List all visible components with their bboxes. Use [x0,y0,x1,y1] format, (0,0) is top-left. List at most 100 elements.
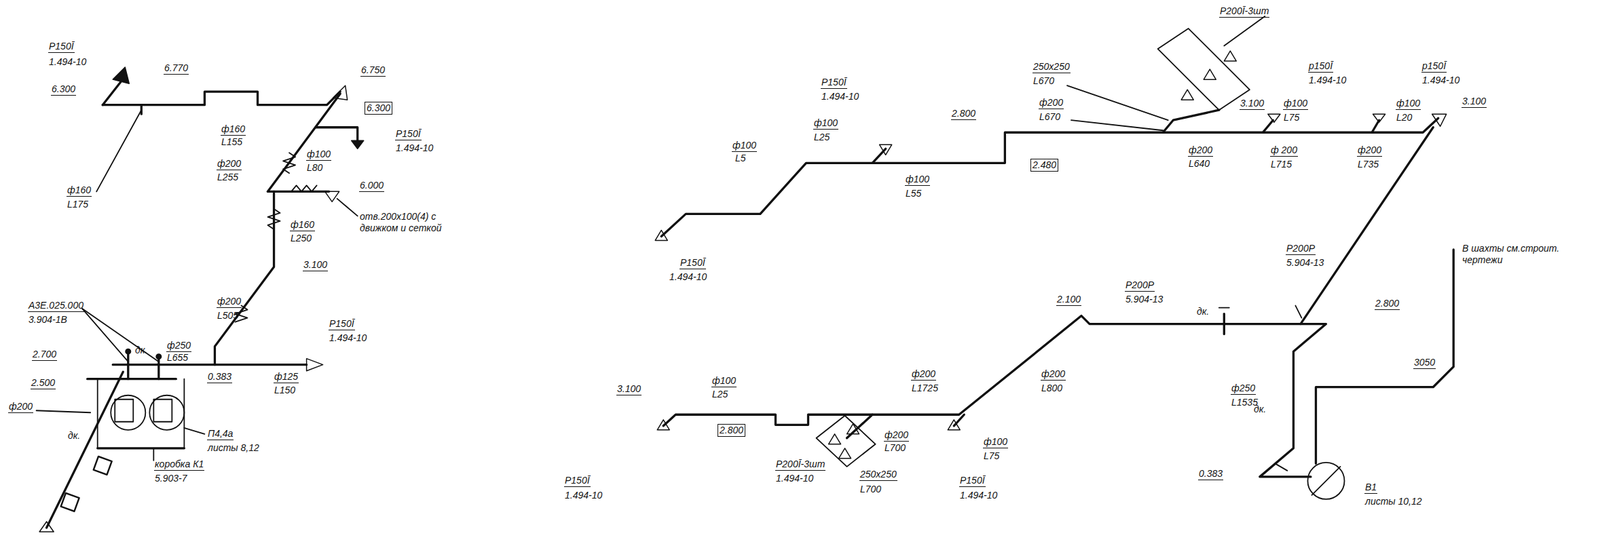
drawing-label: 3.100 [1461,95,1487,108]
drawing-label: 0.383 [207,371,233,384]
drawing-label: 3.904-1B [27,314,68,326]
drawing-label: ф100 [813,117,839,130]
drawing-label: дк. [1196,306,1210,318]
drawing-label: 2.500 [30,377,56,390]
drawing-label: ф200 [216,295,242,309]
drawing-label: 2.480 [1030,158,1059,172]
drawing-label: L255 [216,171,239,184]
drawing-label: L670 [1038,111,1062,123]
drawing-label: ф 200 [1270,144,1298,157]
drawing-label: ф160 [289,219,315,232]
drawing-label: 1.494-10 [668,271,708,284]
drawing-label: 1.494-10 [775,473,814,485]
drawing-label: 3050 [1413,357,1436,370]
drawing-label: ф100 [1282,97,1309,110]
drawing-label: P150Ī [328,318,356,331]
drawing-label: L75 [982,450,1000,463]
drawing-label: 5.904-13 [1124,293,1164,306]
drawing-label: A3E.025.000 [27,300,85,313]
drawing-label: L5 [734,152,747,165]
drawing-label: P150Ī [959,475,986,488]
drawing-label: ф200 [1187,144,1214,157]
drawing-label: 2.800 [951,107,977,121]
drawing-label: P150Ī [395,128,422,141]
drawing-label: 3.100 [1239,97,1265,110]
drawing-label: В шахты см.строит. чертежи [1461,243,1592,267]
drawing-label: ф125 [273,371,299,384]
drawing-label: ф250 [166,340,192,353]
drawing-label: ф200 [910,368,937,381]
drawing-label: 5.904-13 [1285,257,1325,269]
drawing-label: L80 [306,162,324,174]
drawing-label: Р200Р [1124,279,1155,292]
drawing-label: L155 [220,136,244,148]
drawing-label: L505 [216,310,239,322]
drawing-label: 1.494-10 [959,490,998,502]
drawing-label: ф100 [1395,97,1421,110]
drawing-label: 5.903-7 [154,473,188,485]
drawing-label: L700 [859,484,882,496]
drawing-label: ф200 [8,401,34,414]
drawing-label: L25 [711,388,729,401]
drawing-label: L175 [66,198,89,211]
drawing-label: L150 [273,384,296,397]
drawing-label: дк. [134,344,148,357]
drawing-label: L655 [166,352,189,364]
drawing-label: L735 [1356,158,1380,171]
drawing-label: P150Ī [564,475,591,488]
drawing-label: p150Ī [1308,60,1334,73]
drawing-label: L250 [289,232,313,245]
drawing-label: П4,4а [207,428,234,441]
drawing-label: ф250 [1230,382,1256,396]
drawing-label: L640 [1187,158,1211,170]
drawing-label: P150Ī [820,76,848,89]
drawing-label: P150Ī [48,40,75,53]
drawing-label: 0.383 [1198,468,1224,481]
drawing-label: 6.000 [359,179,385,193]
drawing-label: ф100 [711,375,737,388]
drawing-label: 1.494-10 [328,332,368,345]
drawing-label: ф200 [1040,368,1066,381]
drawing-label: 2.800 [717,424,746,438]
drawing-label: L75 [1282,112,1300,124]
drawing-label: L20 [1395,112,1413,124]
drawing-label: P150Ī [679,257,706,270]
drawing-label: ф200 [1356,144,1383,157]
drawing-label: 250x250 [859,469,898,482]
drawing-label: 250x250 [1032,61,1071,74]
drawing-label: 6.770 [163,62,189,75]
drawing-label: 3.100 [302,259,328,272]
drawing-label: ф100 [904,173,930,186]
drawing-label: ф100 [306,148,332,161]
drawing-label: 1.494-10 [1308,74,1347,87]
drawing-label: L1725 [910,382,939,395]
drawing-label: 6.300 [364,101,393,115]
drawing-label: L55 [904,188,922,200]
drawing-label: 2.800 [1374,298,1400,311]
drawing-label: L715 [1270,158,1293,171]
drawing-label: L25 [813,131,831,144]
drawing-label: 1.494-10 [395,142,434,155]
drawing-label: ф160 [220,123,246,136]
drawing-label: 2.700 [31,348,58,362]
drawing-label: отв.200x100(4) с движком и сеткой [359,211,470,235]
drawing-label: листы 10,12 [1364,496,1423,508]
drawing-label: L670 [1032,75,1055,87]
drawing-label: 1.494-10 [48,56,87,68]
drawing-label: p150Ī [1421,60,1447,73]
drawing-label: листы 8,12 [207,442,260,455]
drawing-label: дк. [1253,403,1267,416]
drawing-label: 3.100 [616,383,642,396]
drawing-label: P200Ī-3шт [1219,5,1270,18]
drawing-label: ф160 [66,184,92,197]
drawing-label: дк. [67,430,81,442]
drawing-label: Р200Р [1285,243,1316,256]
drawing-label: коробка К1 [154,458,205,472]
drawing-label: 2.100 [1056,293,1082,307]
drawing-label: L800 [1040,382,1064,395]
drawing-label: P200Ī-3шт [775,458,826,472]
drawing-label: ф200 [883,429,909,442]
drawing-label: 6.750 [360,64,386,77]
drawing-label: ф200 [1038,97,1064,110]
